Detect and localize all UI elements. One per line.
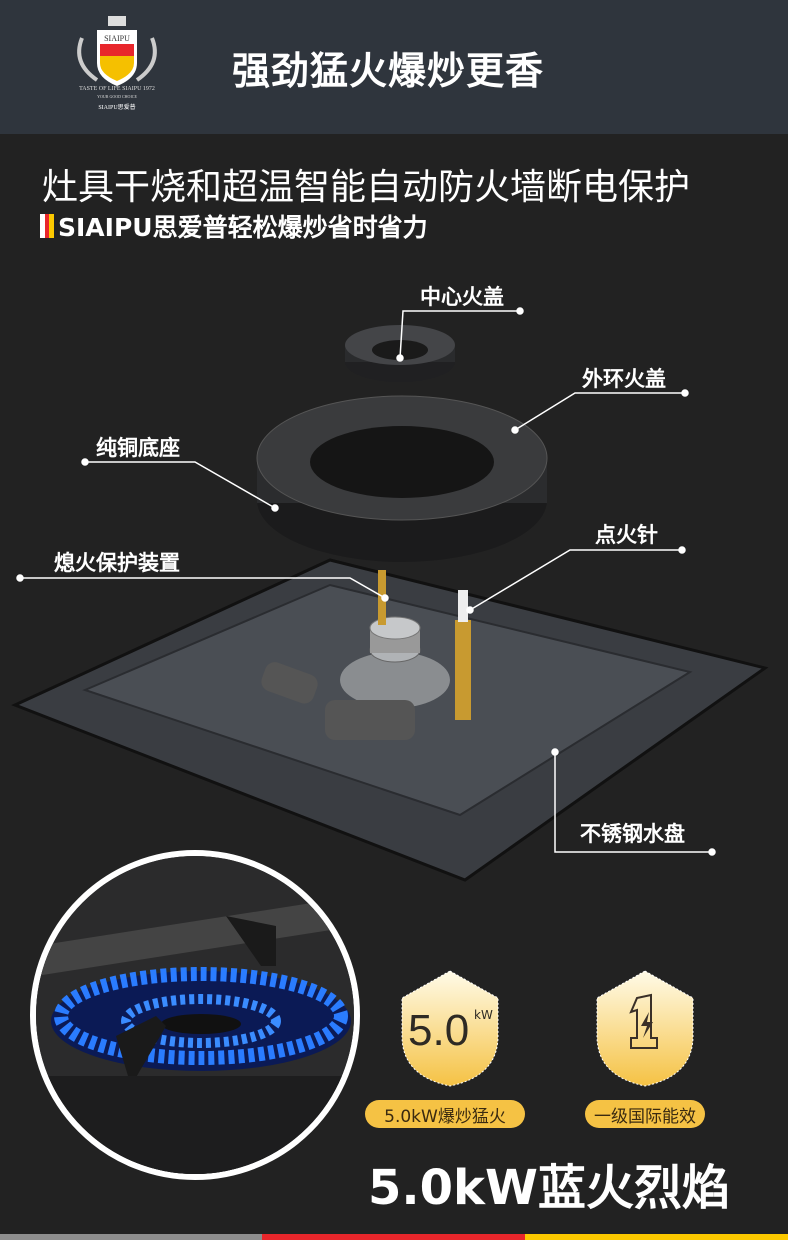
power-label: 5.0kW爆炒猛火	[365, 1100, 525, 1128]
energy-badge-icon	[585, 968, 705, 1088]
crest-icon: SIAIPU	[77, 16, 157, 86]
logo-mini: SIAIPU思爱普	[98, 105, 136, 111]
label-tray: 不锈钢水盘	[580, 822, 685, 846]
power-unit: kW	[474, 1008, 493, 1022]
label-copper-base: 纯铜底座	[96, 436, 180, 460]
stripe-yellow	[525, 1234, 788, 1240]
header-banner: SIAIPU TASTE OF LIFE SIAIPU 1972 YOUR GO…	[0, 0, 788, 134]
energy-label: 一级国际能效	[585, 1100, 705, 1128]
power-badge-icon: 5.0 kW	[390, 968, 510, 1088]
burner-illustration	[11, 307, 769, 882]
intro-line-2: SIAIPU思爱普轻松爆炒省时省力	[40, 208, 428, 244]
intro-line-1: 灶具干烧和超温智能自动防火墙断电保护	[42, 167, 691, 208]
label-center-cap: 中心火盖	[420, 285, 504, 309]
label-outer-cap: 外环火盖	[582, 367, 666, 391]
label-flameout-protection: 熄火保护装置	[54, 551, 180, 575]
logo-subtag: YOUR GOOD CHOICE	[97, 94, 137, 99]
brand-logo: SIAIPU TASTE OF LIFE SIAIPU 1972 YOUR GO…	[42, 8, 192, 113]
footer-title: 5.0kW蓝火烈焰	[368, 1160, 730, 1216]
page-title: 强劲猛火爆炒更香	[232, 49, 545, 93]
power-value: 5.0	[408, 1006, 470, 1055]
intro-line-2-text: SIAIPU思爱普轻松爆炒省时省力	[58, 213, 428, 242]
label-igniter: 点火针	[595, 523, 658, 547]
blue-flame-photo	[30, 850, 360, 1180]
stripe-gray	[0, 1234, 262, 1240]
stripe-red	[262, 1234, 525, 1240]
crest-text: SIAIPU	[104, 34, 130, 43]
flag-icon	[40, 214, 55, 238]
logo-tagline: TASTE OF LIFE SIAIPU 1972	[79, 86, 155, 92]
